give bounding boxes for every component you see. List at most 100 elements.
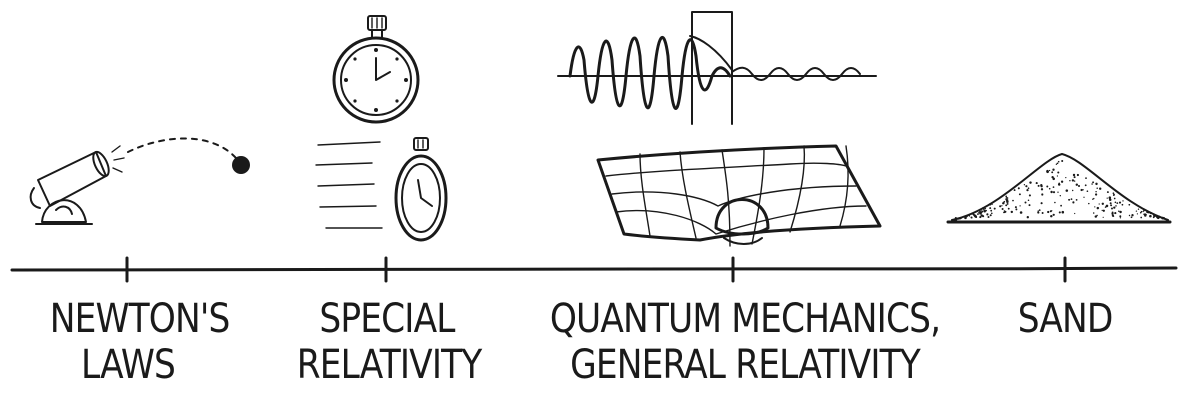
timeline-axis — [10, 256, 1178, 283]
sand-grain — [990, 212, 993, 215]
sand-grain — [970, 216, 973, 219]
sand-grain — [1101, 202, 1104, 205]
sand-grain — [1029, 181, 1032, 184]
sand-grain — [1074, 212, 1076, 215]
sand-grain — [1002, 202, 1004, 205]
sand-grain — [1149, 214, 1152, 218]
sand-grain — [1015, 208, 1018, 211]
sand-grain — [1027, 187, 1030, 190]
sand-grain — [1112, 194, 1115, 197]
sand-grain — [1052, 191, 1056, 194]
sand-grain — [1024, 201, 1027, 204]
sand-grain — [1006, 197, 1009, 199]
sand-grain — [1075, 183, 1079, 186]
sand-grain — [1004, 210, 1007, 213]
sand-grain — [1041, 193, 1044, 196]
sand-grain — [965, 215, 968, 218]
sand-grain — [1056, 162, 1059, 165]
cannon-icon — [29, 137, 250, 225]
sand-grain — [985, 209, 987, 212]
sand-grain — [1096, 187, 1098, 189]
sand-grain — [989, 207, 992, 210]
sand-grain — [983, 209, 986, 212]
sand-grain — [1026, 216, 1029, 219]
sand-grain — [1028, 194, 1031, 197]
sand-grain — [1019, 211, 1023, 214]
sand-grain — [1085, 177, 1087, 179]
sand-grain — [1108, 198, 1112, 202]
sand-grain — [1037, 210, 1039, 212]
label-line: SAND — [1017, 296, 1114, 342]
sand-grain — [955, 218, 958, 221]
sand-grain — [1101, 209, 1103, 212]
sand-grain — [1073, 180, 1076, 182]
sand-grain — [1128, 203, 1131, 206]
sand-grain — [1003, 200, 1006, 203]
sand-grain — [1114, 201, 1117, 204]
sand-grain — [1028, 204, 1031, 207]
sand-grain — [1037, 211, 1040, 214]
sand-grain — [1110, 204, 1113, 207]
sand-grain — [1111, 214, 1114, 217]
sand-grain — [1006, 200, 1009, 204]
sand-grain — [1006, 202, 1009, 205]
sand-grain — [1001, 205, 1003, 207]
sand-grain — [1109, 202, 1112, 205]
sand-grain — [1159, 216, 1161, 218]
sand-grain — [1102, 209, 1105, 212]
sand-grain — [1096, 206, 1100, 210]
sand-grain — [978, 212, 980, 214]
sand-grain — [1055, 163, 1058, 165]
sand-grain — [1073, 176, 1076, 179]
sand-grain — [1112, 192, 1115, 195]
sand-grain — [1023, 184, 1026, 186]
spacetime-grid-icon — [596, 144, 882, 247]
sand-grain — [1017, 187, 1020, 190]
sand-grain — [1075, 199, 1078, 201]
sand-grain — [1056, 175, 1059, 177]
sand-grain — [1149, 211, 1152, 215]
sand-grain — [1058, 182, 1060, 185]
sand-grain — [1005, 195, 1008, 198]
sand-grain — [982, 215, 985, 218]
sand-grain — [979, 211, 982, 214]
sand-grain — [1118, 210, 1120, 212]
sand-grain — [1047, 210, 1050, 214]
sand-grain — [1119, 210, 1122, 214]
sand-grain — [1082, 189, 1084, 191]
sand-grain — [1058, 211, 1061, 214]
sand-grain — [1092, 212, 1095, 214]
sand-grain — [1092, 198, 1094, 200]
sand-grain — [1131, 214, 1134, 217]
sand-grain — [1122, 200, 1124, 202]
sand-grain — [1114, 212, 1117, 215]
sand-grain — [1050, 214, 1053, 218]
sand-grain — [1071, 189, 1074, 192]
label-sand: SAND — [1017, 296, 1114, 342]
sand-grain — [975, 216, 978, 218]
sand-grain — [1140, 216, 1143, 219]
sand-grain — [981, 210, 984, 213]
sand-grain — [1115, 205, 1117, 207]
label-line: QUANTUM MECHANICS, — [549, 296, 941, 342]
sand-grain — [1098, 203, 1100, 205]
sand-grain — [1094, 193, 1098, 196]
wave-packet-icon — [557, 11, 877, 125]
sand-grain — [986, 213, 989, 216]
sand-grain — [990, 209, 993, 212]
sand-grain — [1096, 214, 1098, 217]
sand-grain — [1018, 193, 1021, 196]
sand-grain — [1041, 212, 1044, 214]
stopwatch-icon — [332, 15, 420, 124]
sand-grain — [1113, 197, 1116, 200]
sand-grain — [1061, 159, 1064, 163]
sand-grain — [1083, 196, 1085, 198]
sand-grain — [1068, 198, 1071, 201]
sand-grain — [1091, 183, 1093, 185]
sand-grain — [1040, 202, 1043, 205]
sand-grain — [999, 205, 1002, 208]
sand-grain — [1005, 204, 1008, 207]
label-qm-gr: QUANTUM MECHANICS, GENERAL RELATIVITY — [543, 296, 947, 388]
sand-grain — [1050, 190, 1053, 194]
